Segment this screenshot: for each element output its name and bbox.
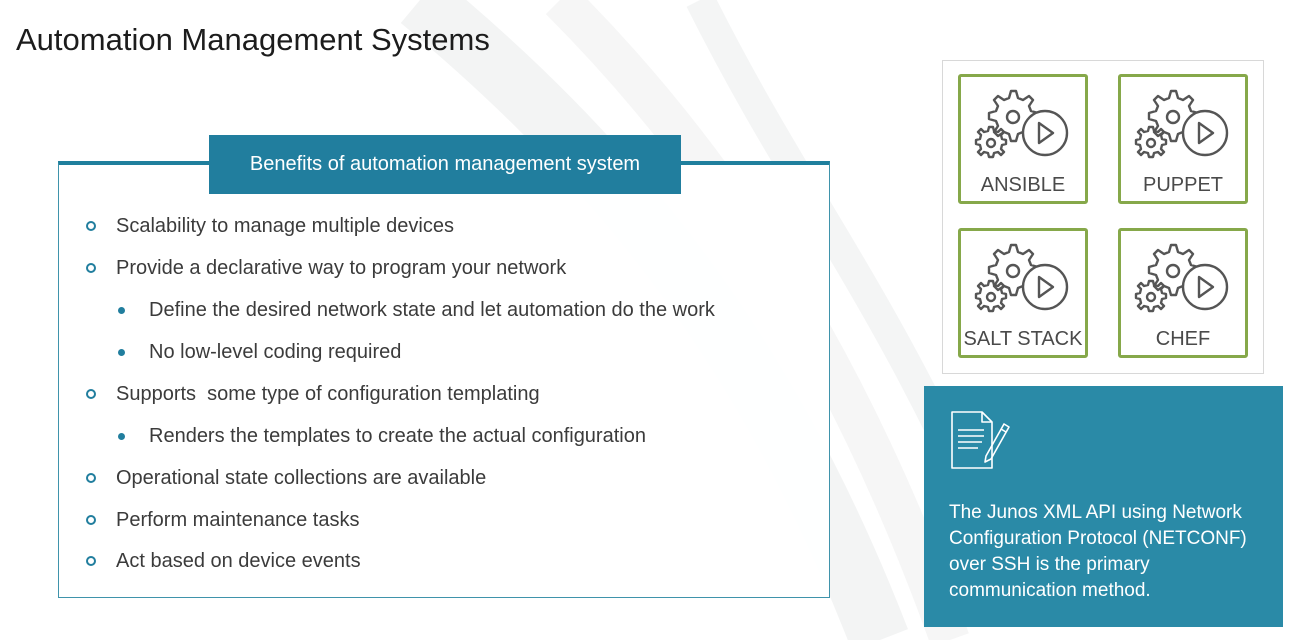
info-callout: The Junos XML API using Network Configur… bbox=[924, 386, 1283, 627]
benefits-header: Benefits of automation management system bbox=[209, 135, 681, 194]
gears-play-icon bbox=[1134, 89, 1229, 159]
dot-bullet-icon bbox=[118, 349, 125, 356]
tool-tile-chef: CHEF bbox=[1118, 228, 1248, 358]
circle-bullet-icon bbox=[86, 515, 96, 525]
circle-bullet-icon bbox=[86, 556, 96, 566]
list-item-text: Supports some type of configuration temp… bbox=[116, 383, 540, 405]
list-item: Perform maintenance tasks bbox=[86, 508, 359, 532]
gears-play-icon bbox=[1134, 243, 1229, 313]
tool-tile-salt-stack: SALT STACK bbox=[958, 228, 1088, 358]
list-item: Provide a declarative way to program you… bbox=[86, 256, 566, 280]
circle-bullet-icon bbox=[86, 221, 96, 231]
tools-grid: ANSIBLE PUPPET SALT ST bbox=[942, 60, 1264, 374]
dot-bullet-icon bbox=[118, 433, 125, 440]
list-item-text: Perform maintenance tasks bbox=[116, 509, 360, 531]
circle-bullet-icon bbox=[86, 473, 96, 483]
list-item-text: Act based on device events bbox=[116, 550, 361, 572]
circle-bullet-icon bbox=[86, 263, 96, 273]
info-text: The Junos XML API using Network Configur… bbox=[949, 502, 1247, 601]
list-item-text: Renders the templates to create the actu… bbox=[149, 425, 646, 447]
list-item-text: Provide a declarative way to program you… bbox=[116, 257, 567, 279]
tool-label: PUPPET bbox=[1142, 174, 1224, 196]
gears-play-icon bbox=[974, 243, 1069, 313]
list-item-text: Operational state collections are availa… bbox=[116, 467, 487, 489]
circle-bullet-icon bbox=[86, 389, 96, 399]
tool-tile-puppet: PUPPET bbox=[1118, 74, 1248, 204]
list-item: Act based on device events bbox=[86, 549, 361, 573]
tool-label: ANSIBLE bbox=[980, 174, 1066, 196]
list-item: Scalability to manage multiple devices bbox=[86, 214, 454, 238]
tool-tile-ansible: ANSIBLE bbox=[958, 74, 1088, 204]
gears-play-icon bbox=[974, 89, 1069, 159]
tool-label: SALT STACK bbox=[963, 328, 1083, 350]
list-item: Define the desired network state and let… bbox=[118, 298, 715, 322]
list-item-text: No low-level coding required bbox=[149, 341, 402, 363]
list-item-text: Define the desired network state and let… bbox=[149, 299, 715, 321]
list-item: Operational state collections are availa… bbox=[86, 466, 486, 490]
benefits-panel bbox=[58, 161, 830, 598]
document-pen-icon bbox=[951, 411, 1010, 469]
list-item: Supports some type of configuration temp… bbox=[86, 382, 540, 406]
page-title: Automation Management Systems bbox=[16, 22, 490, 57]
list-item-text: Scalability to manage multiple devices bbox=[116, 215, 454, 237]
list-item: Renders the templates to create the actu… bbox=[118, 424, 646, 448]
tool-label: CHEF bbox=[1155, 328, 1211, 350]
list-item: No low-level coding required bbox=[118, 340, 401, 364]
dot-bullet-icon bbox=[118, 307, 125, 314]
